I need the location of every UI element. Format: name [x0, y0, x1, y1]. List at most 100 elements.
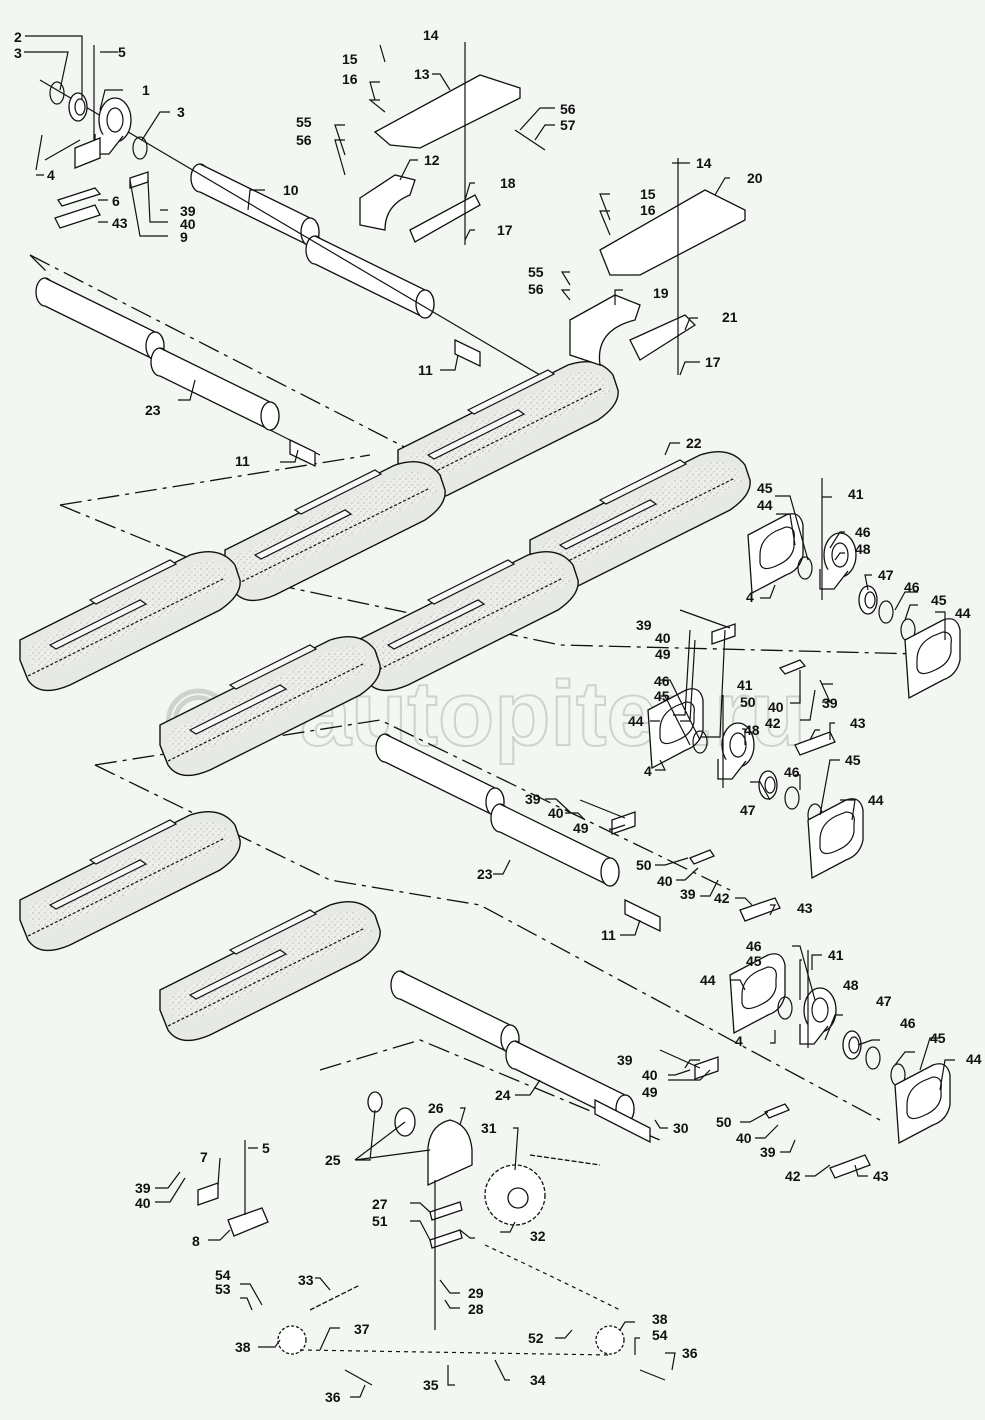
callout-4: 4: [735, 1033, 743, 1049]
callout-46: 46: [855, 524, 871, 540]
callout-39: 39: [636, 617, 652, 633]
callout-44: 44: [628, 713, 644, 729]
chain-33-upper: [529, 1154, 601, 1166]
callout-14: 14: [696, 155, 712, 171]
callout-11: 11: [235, 453, 250, 469]
callout-31: 31: [481, 1120, 497, 1136]
callout-44: 44: [966, 1051, 982, 1067]
callout-39: 39: [135, 1180, 151, 1196]
callout-36: 36: [325, 1389, 341, 1405]
callout-32: 32: [530, 1228, 546, 1244]
leader-lines: [24, 35, 955, 1398]
callout-20: 20: [747, 170, 763, 186]
callout-42: 42: [714, 890, 730, 906]
collar-25: [367, 1091, 383, 1113]
callout-8: 8: [192, 1233, 200, 1249]
sprocket-38b: [595, 1325, 625, 1355]
guard-12: [359, 174, 416, 231]
callout-55: 55: [528, 264, 544, 280]
callout-14: 14: [423, 27, 439, 43]
assembly-boundary-4: [319, 1039, 661, 1141]
callout-39: 39: [822, 695, 838, 711]
block-8: [227, 1207, 269, 1237]
callout-28: 28: [468, 1301, 484, 1317]
callout-26: 26: [428, 1100, 444, 1116]
callout-43: 43: [797, 900, 813, 916]
callout-39: 39: [680, 886, 696, 902]
callout-49: 49: [573, 820, 589, 836]
flange-housing-25: [427, 1119, 473, 1187]
callout-15: 15: [342, 51, 358, 67]
callout-40: 40: [657, 873, 673, 889]
callout-35: 35: [423, 1377, 439, 1393]
callout-40: 40: [180, 216, 196, 232]
callout-47: 47: [876, 993, 892, 1009]
callout-47: 47: [740, 802, 756, 818]
callout-5: 5: [262, 1140, 270, 1156]
callout-43: 43: [112, 215, 128, 231]
bracket-7: [197, 1182, 219, 1206]
callout-30: 30: [673, 1120, 689, 1136]
callout-50: 50: [636, 857, 652, 873]
callout-23: 23: [145, 402, 161, 418]
callout-43: 43: [873, 1168, 889, 1184]
callout-15: 15: [640, 186, 656, 202]
callout-11: 11: [418, 362, 433, 378]
callout-48: 48: [744, 722, 760, 738]
belt-g: [19, 810, 241, 952]
callout-45: 45: [746, 953, 762, 969]
callout-53: 53: [215, 1281, 231, 1297]
callout-56: 56: [296, 132, 312, 148]
callout-labels: 2 3 5 1 3 4 6 43 39 40 9 10 14 15 16 13 …: [14, 27, 982, 1405]
callout-10: 10: [283, 182, 299, 198]
callout-39: 39: [617, 1052, 633, 1068]
callout-43: 43: [850, 715, 866, 731]
callout-50: 50: [740, 694, 756, 710]
shaft-11b: [289, 438, 316, 468]
bearing-group-3: [659, 950, 951, 1179]
bolt-36b: [639, 1369, 666, 1381]
callout-49: 49: [642, 1084, 658, 1100]
callout-41: 41: [828, 947, 844, 963]
sprocket-hub-32: [507, 1187, 529, 1209]
callout-12: 12: [424, 152, 440, 168]
callout-2: 2: [14, 29, 22, 45]
callout-1: 1: [142, 82, 150, 98]
callout-29: 29: [468, 1285, 484, 1301]
bearing-2: [68, 92, 88, 122]
guard-20: [599, 189, 746, 276]
bolt-36a: [344, 1369, 373, 1386]
callout-36: 36: [682, 1345, 698, 1361]
pin-4a: [35, 134, 81, 171]
callout-52: 52: [528, 1330, 544, 1346]
callout-16: 16: [342, 71, 358, 87]
callout-48: 48: [855, 541, 871, 557]
callout-11: 11: [601, 927, 616, 943]
callout-5: 5: [118, 44, 126, 60]
callout-44: 44: [700, 972, 716, 988]
roller-24: [390, 970, 520, 1054]
callout-45: 45: [654, 688, 670, 704]
callout-39: 39: [525, 791, 541, 807]
callout-45: 45: [757, 480, 773, 496]
callout-49: 49: [655, 646, 671, 662]
shim-51: [429, 1229, 463, 1249]
chain-33: [309, 1284, 361, 1311]
callout-27: 27: [372, 1196, 388, 1212]
assembly-boundary-2: [59, 454, 961, 656]
callout-39: 39: [180, 203, 196, 219]
callout-37: 37: [354, 1321, 370, 1337]
shaft-11c: [624, 898, 661, 933]
callout-23: 23: [477, 866, 493, 882]
callout-13: 13: [414, 66, 430, 82]
clip-9: [129, 171, 149, 189]
roller-23-top-b: [150, 347, 280, 431]
callout-55: 55: [296, 114, 312, 130]
callout-54: 54: [215, 1267, 231, 1283]
guard-19: [569, 294, 641, 366]
callout-46: 46: [784, 764, 800, 780]
callout-7: 7: [200, 1149, 208, 1165]
callout-33: 33: [298, 1272, 314, 1288]
snap-ring-3b: [132, 136, 148, 160]
